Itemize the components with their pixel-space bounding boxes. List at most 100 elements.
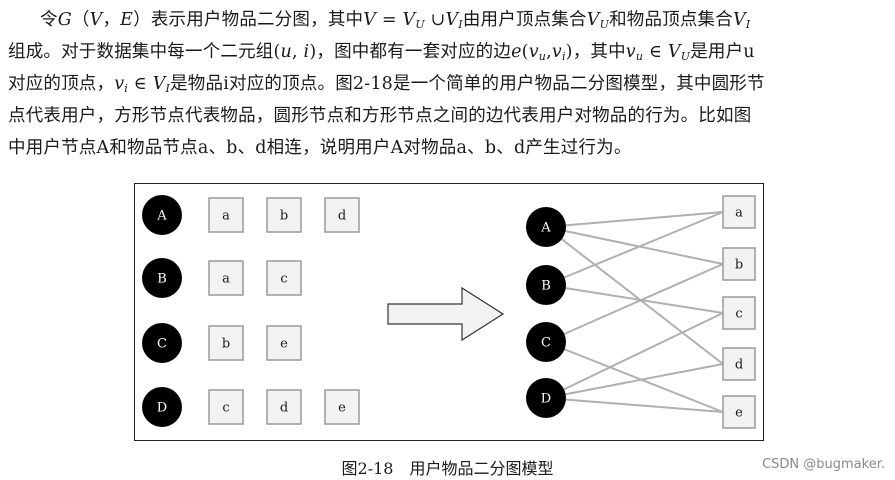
item-node-list-label: b	[222, 337, 230, 352]
text-run: ∈	[643, 42, 668, 62]
item-node-label: b	[735, 258, 743, 273]
item-node-list-b	[208, 325, 244, 361]
paragraph-line-5: 中用户节点A和物品节点a、b、d相连，说明用户A对物品a、b、d产生过行为。	[8, 138, 632, 158]
math-symbol: V	[152, 74, 166, 94]
edge-A-b	[545, 226, 724, 265]
math-subscript: i	[124, 82, 129, 95]
user-node-label: B	[541, 279, 551, 294]
math-symbol: V	[363, 10, 377, 30]
math-subscript: u	[538, 50, 547, 63]
math-symbol: V	[667, 42, 681, 62]
item-node-list-label: e	[338, 401, 346, 416]
text-run: 对应的顶点，	[8, 74, 115, 94]
math-symbol: u	[280, 42, 293, 62]
math-symbol: i	[303, 42, 310, 62]
item-node-list-label: c	[280, 272, 287, 287]
math-subscript: I	[745, 18, 751, 31]
math-symbol: v	[551, 42, 562, 62]
user-node-list-label: D	[157, 401, 167, 416]
text-run: 和物品顶点集合	[609, 10, 733, 30]
item-node-list-label: d	[338, 209, 346, 224]
user-node-list-C	[142, 323, 182, 363]
math-symbol: v	[625, 42, 636, 62]
text-run: 令	[40, 10, 58, 30]
user-node-label: D	[541, 392, 551, 407]
text-run: =	[376, 10, 403, 30]
user-node-C	[526, 322, 566, 362]
transform-arrow	[387, 286, 505, 342]
edge-D-d	[545, 363, 724, 399]
user-node-A	[526, 207, 566, 247]
edge-D-e	[545, 397, 724, 413]
item-node-list-c	[208, 389, 244, 425]
item-node-list-label: e	[280, 337, 288, 352]
text-run: ）表示用户物品二分图，其中	[133, 10, 364, 30]
user-node-list-label: B	[157, 272, 167, 287]
item-node-label: e	[735, 406, 743, 421]
item-node-list-d	[324, 197, 360, 233]
text-run: （	[71, 10, 90, 30]
paragraph-line-3: 对应的顶点，vi ∈ VI是物品i对应的顶点。图2-18是一个简单的用户物品二分…	[8, 68, 888, 100]
user-node-D	[526, 378, 566, 418]
math-subscript: U	[599, 18, 610, 31]
item-node-list-label: a	[222, 272, 230, 287]
item-node-list-label: c	[222, 401, 229, 416]
item-node-b	[722, 247, 756, 281]
text-run: ，	[102, 10, 121, 30]
text-run: ,	[546, 42, 552, 62]
paragraph-line-2: 组成。对于数据集中每一个二元组(u, i)，图中都有一套对应的边e(vu,vi)…	[8, 36, 888, 68]
text-run: ∪	[424, 10, 446, 30]
math-symbol: e	[511, 42, 522, 62]
edge-B-c	[545, 284, 724, 314]
item-node-c	[722, 296, 756, 330]
user-node-list-A	[142, 195, 182, 235]
text-run: )，图中都有一套对应的边	[309, 42, 512, 62]
item-node-list-label: a	[222, 209, 230, 224]
text-run: ，其中	[572, 42, 626, 62]
body-paragraph: 令G（V，E）表示用户物品二分图，其中V = VU ∪VI由用户顶点集合VU和物…	[8, 4, 888, 164]
text-run: 组成。对于数据集中每一个二元组(	[8, 42, 281, 62]
item-node-label: c	[735, 307, 742, 322]
item-node-list-e	[266, 325, 302, 361]
text-run: 是用户u	[690, 42, 755, 62]
text-run: ,	[292, 42, 304, 62]
item-node-label: d	[735, 358, 743, 373]
math-symbol: V	[89, 10, 103, 30]
text-run: (	[521, 42, 529, 62]
text-run: 是物品i对应的顶点。图2-18是一个简单的用户物品二分图模型，其中圆形节	[170, 74, 765, 94]
math-symbol: v	[528, 42, 539, 62]
math-subscript: u	[635, 50, 644, 63]
user-node-list-label: C	[157, 337, 167, 352]
math-subscript: I	[165, 82, 171, 95]
edge-C-e	[545, 341, 724, 413]
item-node-list-label: d	[280, 401, 288, 416]
text-run: 由用户顶点集合	[462, 10, 587, 30]
user-node-list-B	[142, 258, 182, 298]
user-node-list-label: A	[156, 209, 167, 224]
math-symbol: V	[732, 10, 746, 30]
item-node-list-a	[208, 260, 244, 296]
user-node-B	[526, 265, 566, 305]
edge-B-a	[545, 211, 724, 286]
math-symbol: V	[445, 10, 459, 30]
item-node-label: a	[735, 206, 743, 221]
edge-A-d	[545, 226, 724, 365]
edge-A-a	[545, 211, 724, 228]
text-run: )	[565, 42, 573, 62]
math-symbol: v	[114, 74, 125, 94]
user-node-label: C	[541, 336, 551, 351]
item-node-list-label: b	[280, 209, 288, 224]
math-symbol: V	[402, 10, 416, 30]
math-symbol: V	[586, 10, 600, 30]
math-symbol: G	[57, 10, 72, 30]
math-subscript: i	[561, 50, 566, 63]
text-run: ∈	[128, 74, 153, 94]
math-subscript: U	[415, 18, 425, 31]
item-node-list-b	[266, 197, 302, 233]
watermark: CSDN @bugmaker.	[762, 457, 885, 472]
item-node-list-a	[208, 197, 244, 233]
user-node-label: A	[540, 221, 551, 236]
item-node-d	[722, 347, 756, 381]
